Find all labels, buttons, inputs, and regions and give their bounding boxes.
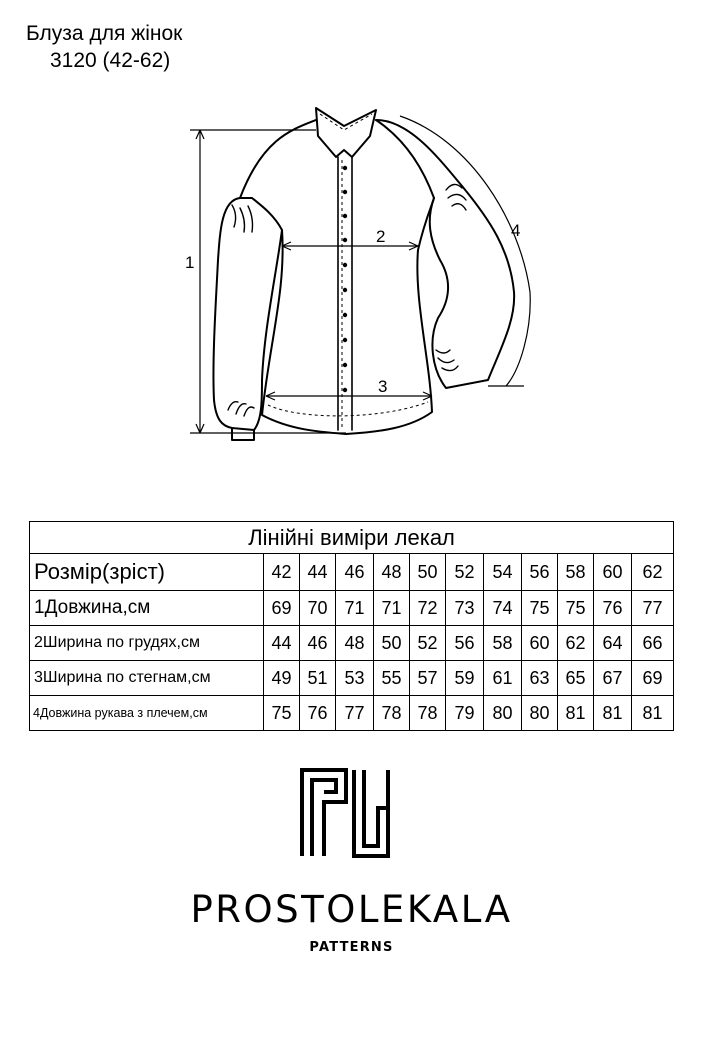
table-cell: 53	[335, 660, 374, 696]
table-cell: 57	[409, 660, 446, 696]
product-code: 3120 (42-62)	[50, 49, 171, 72]
table-cell: 48	[373, 553, 410, 591]
measurements-table: Лінійні виміри лекал Розмір(зріст) 42 44…	[28, 521, 675, 731]
table-cell: 79	[445, 695, 484, 731]
table-row: 2Ширина по грудях,см 44 46 48 50 52 56 5…	[29, 625, 675, 661]
table-cell: 77	[335, 695, 374, 731]
table-cell: 59	[445, 660, 484, 696]
table-cell: 73	[445, 590, 484, 626]
table-cell: 60	[521, 625, 558, 661]
table-cell: 46	[299, 625, 336, 661]
table-cell: 50	[409, 553, 446, 591]
table-cell: 76	[299, 695, 336, 731]
table-cell: 58	[557, 553, 594, 591]
table-cell: 51	[299, 660, 336, 696]
table-cell: 52	[409, 625, 446, 661]
table-cell: 80	[483, 695, 522, 731]
dimension-label-1: 1	[185, 253, 194, 272]
table-cell: 81	[557, 695, 594, 731]
row-label: 2Ширина по грудях,см	[29, 625, 264, 661]
table-cell: 62	[557, 625, 594, 661]
table-cell: 65	[557, 660, 594, 696]
table-cell: 50	[373, 625, 410, 661]
table-cell: 49	[263, 660, 300, 696]
table-cell: 48	[335, 625, 374, 661]
table-cell: 54	[483, 553, 522, 591]
table-cell: 78	[409, 695, 446, 731]
brand-logo-icon	[300, 768, 390, 858]
table-cell: 75	[263, 695, 300, 731]
table-cell: 56	[445, 625, 484, 661]
table-cell: 69	[263, 590, 300, 626]
table-cell: 69	[630, 660, 675, 696]
dimension-label-4: 4	[511, 221, 520, 240]
row-label: 4Довжина рукава з плечем,см	[29, 695, 264, 731]
table-cell: 81	[593, 695, 632, 731]
table-row: 4Довжина рукава з плечем,см 75 76 77 78 …	[29, 695, 675, 731]
product-title: Блуза для жінок 3120 (42-62)	[26, 20, 182, 74]
table-row: 3Ширина по стегнам,см 49 51 53 55 57 59 …	[29, 660, 675, 696]
blouse-sketch: 1 2 3 4	[185, 107, 531, 441]
table-cell: 80	[521, 695, 558, 731]
table-cell: 76	[593, 590, 632, 626]
table-cell: 56	[521, 553, 558, 591]
table-cell: 77	[630, 590, 675, 626]
table-cell: 42	[263, 553, 300, 591]
table-cell: 71	[335, 590, 374, 626]
table-cell: 75	[521, 590, 558, 626]
table-cell: 44	[263, 625, 300, 661]
brand-subtitle: PATTERNS	[309, 940, 394, 955]
dimension-label-3: 3	[378, 377, 387, 396]
table-cell: 70	[299, 590, 336, 626]
table-cell: 74	[483, 590, 522, 626]
table-cell: 44	[299, 553, 336, 591]
table-cell: 63	[521, 660, 558, 696]
table-cell: 71	[373, 590, 410, 626]
row-label: 1Довжина,см	[29, 590, 264, 626]
product-name: Блуза для жінок	[26, 22, 183, 45]
table-row: 1Довжина,см 69 70 71 71 72 73 74 75 75 7…	[29, 590, 675, 626]
table-row: Розмір(зріст) 42 44 46 48 50 52 54 56 58…	[29, 553, 675, 591]
table-cell: 46	[335, 553, 374, 591]
dimension-label-2: 2	[376, 227, 385, 246]
table-cell: 67	[593, 660, 632, 696]
brand-name: PROSTOLEKALA	[190, 888, 513, 931]
row-label: 3Ширина по стегнам,см	[29, 660, 264, 696]
table-heading: Лінійні виміри лекал	[28, 521, 675, 554]
table-cell: 78	[373, 695, 410, 731]
table-cell: 58	[483, 625, 522, 661]
table-cell: 81	[630, 695, 675, 731]
table-cell: 66	[630, 625, 675, 661]
table-cell: 60	[593, 553, 632, 591]
table-cell: 52	[445, 553, 484, 591]
table-cell: 55	[373, 660, 410, 696]
row-label: Розмір(зріст)	[29, 553, 264, 591]
table-cell: 64	[593, 625, 632, 661]
table-cell: 61	[483, 660, 522, 696]
table-cell: 62	[630, 553, 675, 591]
table-cell: 72	[409, 590, 446, 626]
table-cell: 75	[557, 590, 594, 626]
